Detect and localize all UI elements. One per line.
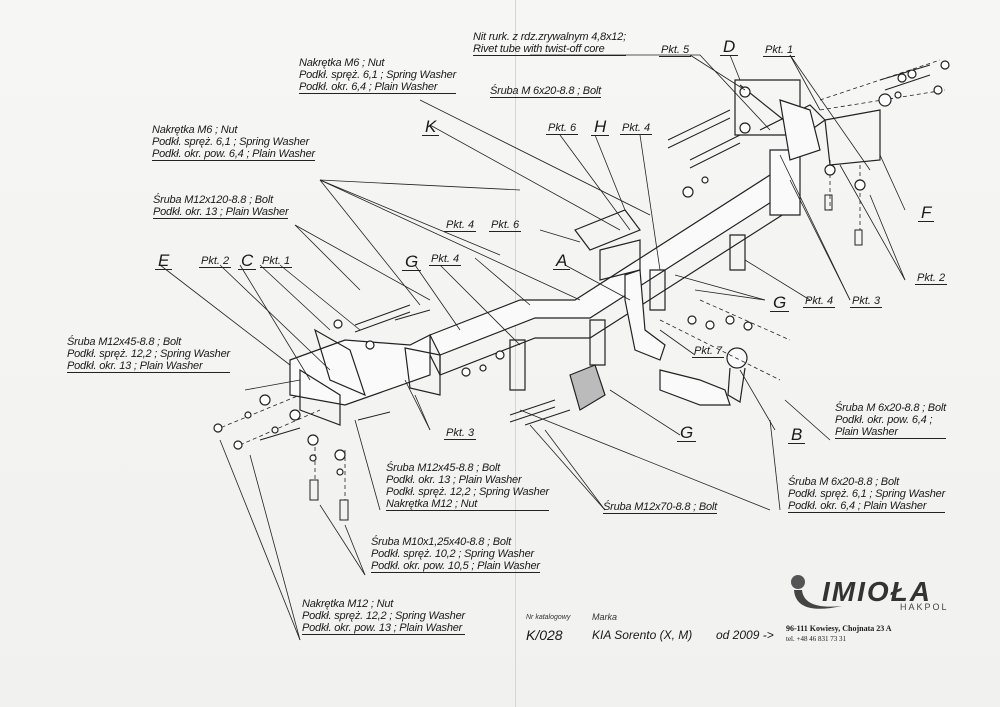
paper-fold-line [515, 0, 516, 707]
pkt-4-label-left: Pkt. 4 [429, 253, 462, 266]
bracket-right [734, 79, 881, 166]
part-letter-k: K [422, 118, 440, 136]
logo-subtext: HAKPOL [900, 602, 949, 612]
callout-rivet: Nit rurk. z rdz.zrywalnym 4,8x12; Rivet … [473, 31, 626, 56]
pkt-4-label-mid: Pkt. 4 [444, 219, 477, 232]
pkt-3-label-right: Pkt. 3 [850, 295, 883, 308]
callout-bolt-m6-right1: Śruba M 6x20-8.8 ; Bolt Podkł. okr. pow.… [835, 402, 946, 439]
callout-bolt-m12x45-left: Śruba M12x45-8.8 ; Bolt Podkł. spręż. 12… [67, 336, 230, 373]
logo-text: IMIOŁA [822, 576, 932, 607]
leader-lines [159, 54, 906, 641]
towball-b [659, 347, 748, 406]
callout-bolt-m12x120: Śruba M12x120-8.8 ; Bolt Podkł. okr. 13 … [153, 194, 289, 219]
company-address: 96-111 Kowiesy, Chojnata 23 A [786, 624, 892, 633]
bracket-g2 [589, 319, 606, 366]
vehicle-years: od 2009 -> [716, 628, 774, 642]
pkt-1-label-right: Pkt. 1 [763, 44, 796, 57]
pkt-3-label-left: Pkt. 3 [444, 427, 477, 440]
part-letter-a: A [553, 252, 571, 270]
vehicle-make: KIA Sorento (X, M) [592, 628, 693, 642]
catalog-number-caption: Nr katalogowy [526, 614, 571, 621]
callout-bolt-m6-top: Śruba M 6x20-8.8 ; Bolt [490, 85, 601, 98]
company-phone: tel. +48 46 831 73 31 [786, 635, 846, 643]
bracket-left [289, 328, 441, 426]
pkt-2-label-left: Pkt. 2 [199, 255, 232, 268]
callout-nut-m12-bottom: Nakrętka M12 ; Nut Podkł. spręż. 12,2 ; … [302, 598, 465, 635]
callout-nut-m6-left: Nakrętka M6 ; Nut Podkł. spręż. 6,1 ; Sp… [152, 124, 315, 161]
catalog-number: K/028 [526, 627, 563, 643]
part-letter-d: D [720, 38, 739, 56]
part-letter-g-bottom: G [677, 424, 697, 442]
pkt-5-label: Pkt. 5 [659, 44, 692, 57]
part-letter-b: B [788, 426, 806, 444]
callout-bolt-m12x45-center: Śruba M12x45-8.8 ; Bolt Podkł. okr. 13 ;… [386, 462, 549, 511]
plate-k [574, 209, 641, 251]
callout-bolt-m12x70: Śruba M12x70-8.8 ; Bolt [603, 501, 718, 514]
bolts [259, 64, 931, 521]
callout-bolt-m10: Śruba M10x1,25x40-8.8 ; Bolt Podkł. sprę… [371, 536, 540, 573]
ball-mount-bracket [624, 269, 666, 361]
pkt-6-label-mid: Pkt. 6 [489, 219, 522, 232]
washers-nuts [213, 60, 950, 476]
bracket-g1 [509, 339, 526, 391]
make-caption: Marka [592, 612, 618, 622]
pkt-7-label: Pkt. 7 [692, 345, 725, 358]
part-letter-f: F [918, 204, 935, 222]
part-letter-h: H [591, 118, 610, 136]
brand-logo: IMIOŁA HAKPOL [782, 572, 962, 622]
pkt-4-label-right: Pkt. 4 [803, 295, 836, 308]
part-letter-g-right: G [770, 294, 790, 312]
pkt-2-label-right: Pkt. 2 [915, 272, 948, 285]
part-letter-g-left: G [402, 253, 422, 271]
pkt-4-label-top: Pkt. 4 [620, 122, 653, 135]
bracket-g4 [729, 234, 746, 271]
logo-swoosh-icon [791, 575, 842, 609]
callout-bolt-m6-right2: Śruba M 6x20-8.8 ; Bolt Podkł. spręż. 6,… [788, 476, 946, 513]
socket-plate [569, 364, 606, 411]
part-letter-e: E [155, 252, 173, 270]
part-letter-c: C [238, 252, 257, 270]
pkt-1-label-left: Pkt. 1 [260, 255, 293, 268]
callout-nut-m6-top: Nakrętka M6 ; Nut Podkł. spręż. 6,1 ; Sp… [299, 57, 457, 94]
pkt-6-label-top: Pkt. 6 [546, 122, 579, 135]
